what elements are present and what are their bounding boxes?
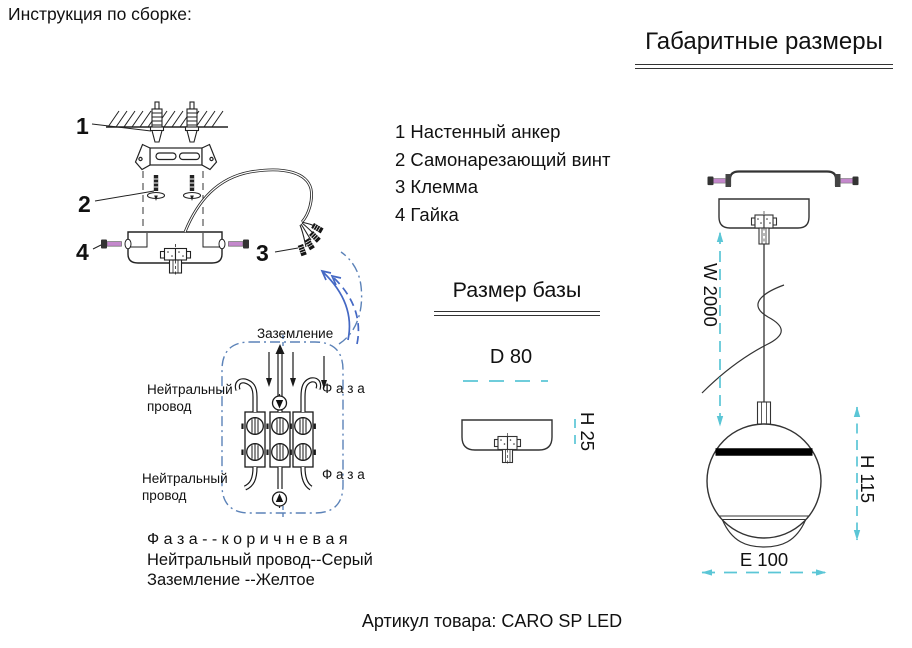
neutral-color-line: Нейтральный провод--Серый (147, 551, 373, 569)
lamp-bottom-lines (719, 515, 809, 520)
wiring-bubble (221, 251, 363, 520)
base-height-label: H 25 (577, 412, 598, 451)
mounting-screw-right (182, 175, 202, 201)
wire-squiggle (701, 284, 785, 394)
lamp-dome (721, 519, 807, 548)
ground-color-line: Заземление --Желтое (147, 571, 315, 589)
phase-label-top: Ф а з а (322, 381, 365, 396)
parts-list: 1 Настенный анкер 2 Самонарезающий винт … (395, 118, 611, 228)
w-dimension-label: W 2000 (700, 263, 721, 327)
ground-label: Заземление (257, 326, 333, 341)
canopy-screw-right (228, 239, 249, 249)
callout-3: 3 (256, 240, 269, 266)
mounting-bracket (134, 143, 218, 171)
wall-anchor-right (184, 101, 200, 143)
cable-connector (297, 221, 324, 257)
base-plate (461, 419, 553, 451)
base-diameter-label: D 80 (489, 346, 533, 368)
wall-anchor-left (149, 101, 165, 143)
pendant-connector (750, 211, 778, 246)
hanger-bracket (707, 170, 859, 187)
article-label: Артикул товара: CARO SP LED (361, 611, 623, 631)
wire-color-legend: Ф а з а - - к о р и ч н е в а я Нейтраль… (147, 530, 373, 590)
neutral-label-top-line2: провод (147, 399, 192, 414)
hanger-screw-right (840, 176, 859, 186)
dimensions-title-underline (635, 64, 893, 69)
terminal-screw-bottom (271, 491, 288, 508)
dimensions-title: Габаритные размеры (645, 28, 883, 55)
h-dimension: H 115 (853, 406, 878, 541)
terminal-wires-bottom (243, 466, 313, 491)
base-size-title: Размер базы (452, 278, 582, 302)
phase-label-bottom: Ф а з а (322, 467, 365, 482)
parts-list-item-4: 4 Гайка (395, 203, 459, 225)
parts-list-item-1: 1 Настенный анкер (395, 121, 561, 142)
power-cable (183, 168, 313, 233)
e-dimension-label: E 100 (740, 549, 788, 570)
callout-1: 1 (76, 113, 89, 139)
callout-2: 2 (78, 191, 91, 217)
canopy-connector-nut (159, 244, 192, 276)
pointer-arrow-solid (320, 269, 351, 341)
base-drawing: H 25 (461, 380, 598, 465)
neutral-label-top-line1: Нейтральный (147, 382, 233, 397)
pendant-drawing: W 2000 H 115 E 100 (700, 170, 878, 576)
e-dimension: E 100 (701, 549, 827, 576)
canopy-drawing (124, 231, 226, 264)
parts-list-item-2: 2 Самонарезающий винт (395, 148, 611, 170)
lamp-neck (756, 401, 772, 425)
neutral-label-bottom-line1: Нейтральный (142, 471, 228, 486)
parts-list-item-3: 3 Клемма (395, 176, 479, 197)
terminal-block (241, 411, 316, 468)
base-connector (493, 433, 522, 465)
lamp-sphere (706, 423, 822, 539)
phase-color-line: Ф а з а - - к о р и ч н е в а я (147, 531, 348, 548)
assembly-diagram: 1 2 4 3 (76, 101, 365, 520)
base-size-underline (434, 311, 600, 316)
h-dimension-label: H 115 (857, 455, 878, 503)
ceiling-drawing (106, 110, 228, 128)
w-dimension: W 2000 (700, 231, 724, 427)
callout-leader-lines (91, 123, 299, 253)
canopy-screw-left (101, 239, 122, 249)
mounting-screw-left (146, 175, 166, 201)
terminal-screw-top (271, 394, 288, 411)
neutral-label-bottom-line2: провод (142, 488, 187, 503)
callout-4: 4 (76, 239, 89, 265)
page-title: Инструкция по сборке: (8, 4, 192, 24)
pointer-arrow-dashed (330, 274, 360, 345)
hanger-screw-left (707, 176, 726, 186)
bubble-tail (338, 251, 363, 345)
